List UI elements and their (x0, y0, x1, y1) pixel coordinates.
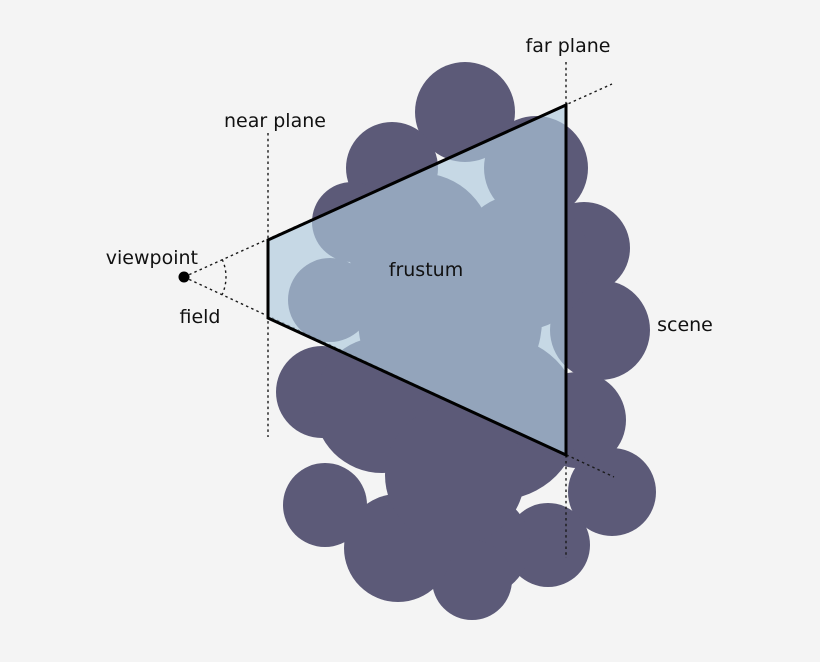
diagram-labels: far plane near plane viewpoint field fru… (106, 35, 713, 336)
frustum-shape (266, 102, 568, 458)
cloud-blob (432, 540, 512, 620)
cloud-blob (415, 62, 515, 162)
cloud-blob (283, 463, 367, 547)
viewpoint-label: viewpoint (106, 247, 198, 269)
cloud-blob (568, 448, 656, 536)
cloud-blob (550, 280, 650, 380)
frustum-label: frustum (389, 259, 463, 281)
field-angle-arc (221, 259, 227, 295)
scene-label: scene (657, 314, 713, 336)
viewpoint-dot (178, 271, 190, 283)
near-plane-label: near plane (224, 110, 326, 132)
frustum-group (266, 102, 568, 458)
far-plane-label: far plane (526, 35, 611, 57)
field-label: field (180, 306, 221, 328)
cloud-blob (385, 405, 525, 545)
cloud-blob (506, 503, 590, 587)
